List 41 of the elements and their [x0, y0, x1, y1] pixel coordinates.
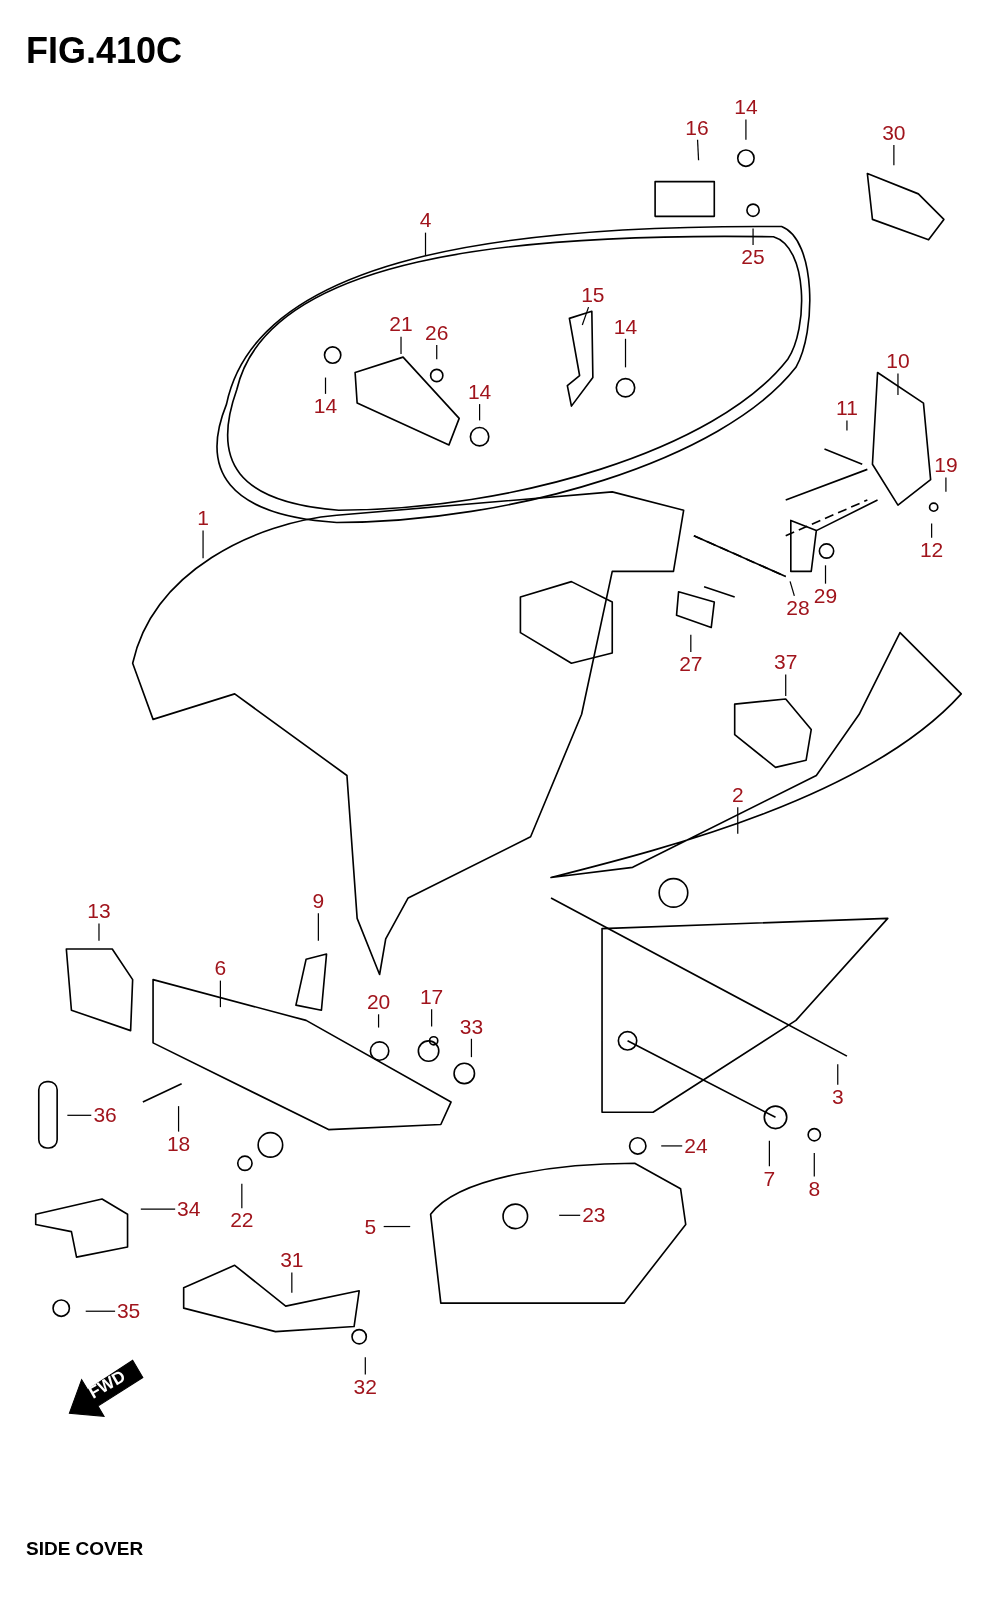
leader-line — [768, 1140, 770, 1167]
leader-line — [98, 922, 100, 942]
figure-title: FIG.410C — [26, 30, 183, 72]
leader-line — [377, 1013, 380, 1029]
leader-line — [846, 419, 848, 432]
leader-line — [624, 338, 627, 368]
leader-line — [85, 1310, 116, 1312]
leader-line — [737, 806, 739, 835]
leader-line — [202, 530, 204, 559]
leader-line — [241, 1183, 243, 1209]
leader-line — [789, 580, 795, 597]
leader-line — [558, 1214, 582, 1216]
leader-line — [696, 139, 700, 161]
leader-line — [893, 144, 895, 166]
leader-line — [424, 232, 427, 256]
figure-caption: SIDE COVER — [26, 1538, 144, 1560]
leader-line — [897, 372, 899, 396]
leader-line — [813, 1152, 815, 1178]
leader-line — [470, 1038, 473, 1058]
leader-line — [745, 118, 747, 141]
leader-line — [824, 564, 827, 585]
direction-label: FWD — [85, 1366, 130, 1404]
leader-line — [177, 1105, 180, 1133]
leader-line — [785, 673, 787, 697]
leader-line — [66, 1114, 93, 1116]
leader-line — [690, 634, 692, 653]
leader-line — [364, 1356, 366, 1376]
leader-line — [140, 1208, 177, 1210]
leader-line — [752, 227, 754, 246]
leader-line — [400, 336, 402, 355]
leader-line — [931, 522, 933, 539]
leader-line — [324, 376, 327, 395]
leader-line — [383, 1225, 411, 1228]
leader-line — [431, 1008, 433, 1028]
leader-line — [291, 1271, 293, 1294]
leader-line — [945, 476, 947, 493]
leader-line — [317, 912, 319, 942]
leader-line — [219, 980, 221, 1008]
leader-line — [581, 306, 590, 326]
leader-line — [837, 1063, 839, 1086]
leader-line — [660, 1145, 684, 1147]
